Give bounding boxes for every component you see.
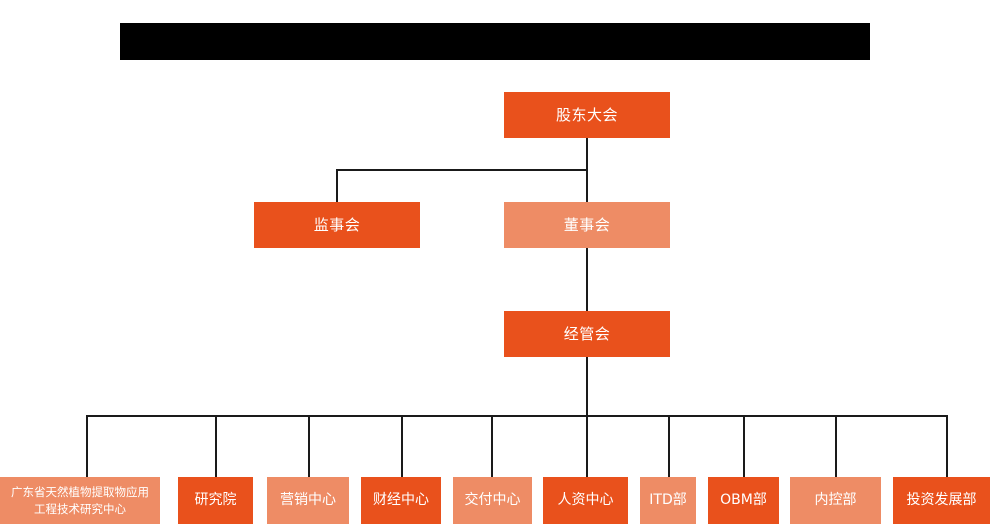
- node-obm-dept[interactable]: OBM部: [708, 477, 779, 524]
- node-delivery-center[interactable]: 交付中心: [453, 477, 532, 524]
- connector-drop-internal-control-dept: [835, 415, 837, 477]
- connector-drop-hr-center: [586, 415, 588, 477]
- connector-drop-obm-dept: [743, 415, 745, 477]
- connector-shareholders-stem: [586, 138, 588, 171]
- redacted-title-bar: [120, 23, 870, 60]
- connector-drop-supervisors: [336, 169, 338, 203]
- node-institute[interactable]: 研究院: [178, 477, 253, 524]
- connector-drop-institute: [215, 415, 217, 477]
- connector-level4-bus: [86, 415, 946, 417]
- connector-drop-marketing-center: [308, 415, 310, 477]
- connector-management-stem: [586, 357, 588, 417]
- node-investment-dev-dept[interactable]: 投资发展部: [893, 477, 990, 524]
- connector-drop-finance-center: [401, 415, 403, 477]
- connector-drop-itd-dept: [668, 415, 670, 477]
- node-shareholders[interactable]: 股东大会: [504, 92, 670, 138]
- connector-drop-directors: [586, 169, 588, 203]
- node-supervisors[interactable]: 监事会: [254, 202, 420, 248]
- node-management[interactable]: 经管会: [504, 311, 670, 357]
- node-hr-center[interactable]: 人资中心: [543, 477, 628, 524]
- node-internal-control-dept[interactable]: 内控部: [790, 477, 881, 524]
- connector-drop-delivery-center: [491, 415, 493, 477]
- connector-level1-bus: [336, 169, 588, 171]
- node-finance-center[interactable]: 财经中心: [361, 477, 441, 524]
- node-marketing-center[interactable]: 营销中心: [267, 477, 349, 524]
- node-itd-dept[interactable]: ITD部: [640, 477, 696, 524]
- node-directors[interactable]: 董事会: [504, 202, 670, 248]
- connector-drop-investment-dev-dept: [946, 415, 948, 477]
- node-research-center[interactable]: 广东省天然植物提取物应用工程技术研究中心: [0, 477, 160, 524]
- connector-directors-management: [586, 248, 588, 312]
- connector-drop-research-center: [86, 415, 88, 477]
